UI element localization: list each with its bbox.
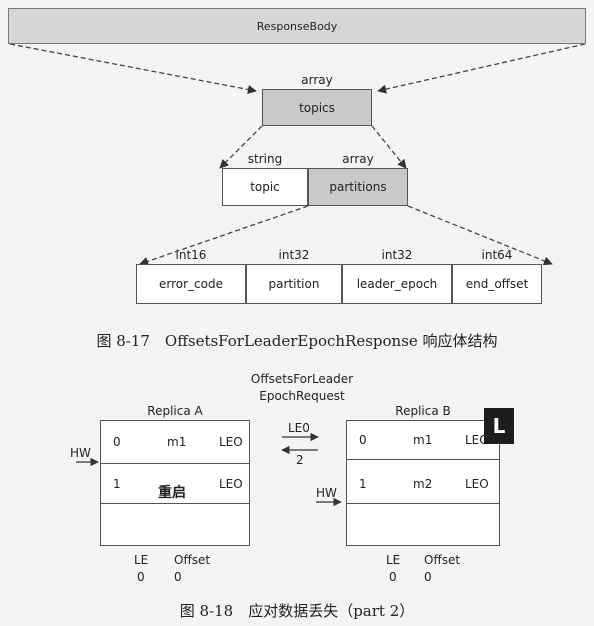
replica-b-row-1-offset: 1 <box>359 477 367 491</box>
arrow-right-label: LE0 <box>288 421 310 435</box>
replica-a-offset-label: Offset <box>174 553 211 567</box>
replica-a-le-label: LE <box>134 553 149 567</box>
arrow-left-label: 2 <box>296 453 304 467</box>
replica-a-row-0: 0 m1 LEO <box>101 421 249 464</box>
replica-a-row-1-offset: 1 <box>113 477 121 491</box>
partitions-type: array <box>342 152 374 166</box>
replica-a-log: 0 m1 LEO 1 LEO <box>100 420 250 546</box>
field-box-leader-epoch: leader_epoch <box>342 264 452 304</box>
field-box-end-offset: end_offset <box>452 264 542 304</box>
replica-b-row-0-msg: m1 <box>413 433 433 447</box>
replica-b-offset-label: Offset <box>424 553 461 567</box>
replica-b-le-value: 0 <box>389 570 397 584</box>
replica-b-row-1-leo: LEO <box>465 477 489 491</box>
topic-box: topic <box>222 168 308 206</box>
request-label-line2: EpochRequest <box>259 389 345 403</box>
replica-a-row-1-leo: LEO <box>219 477 243 491</box>
field-box-error-code: error_code <box>136 264 246 304</box>
topic-label: topic <box>250 180 280 194</box>
request-label-line1: OffsetsForLeader <box>250 372 354 386</box>
replica-b-offset-value: 0 <box>424 570 432 584</box>
field-box-partition: partition <box>246 264 342 304</box>
replica-b-le-label: LE <box>386 553 401 567</box>
replica-a-le-value: 0 <box>137 570 145 584</box>
replica-a-row-0-offset: 0 <box>113 435 121 449</box>
field-type-leader-epoch: int32 <box>381 248 413 262</box>
field-label-error-code: error_code <box>159 277 223 291</box>
topics-label: topics <box>299 100 335 115</box>
replica-b-row-1: 1 m2 LEO <box>347 465 499 504</box>
leader-badge-icon: L <box>484 408 514 444</box>
partitions-box: partitions <box>308 168 408 206</box>
replica-b-row-0: 0 m1 LEO <box>347 421 499 460</box>
field-label-leader-epoch: leader_epoch <box>356 277 438 291</box>
topic-type: string <box>247 152 283 166</box>
topics-box: topics <box>262 89 372 126</box>
response-body-box: ResponseBody <box>8 8 586 44</box>
fig17-caption: 图 8-17 OffsetsForLeaderEpochResponse 响应体… <box>96 332 498 350</box>
topics-type: array <box>301 73 333 87</box>
field-type-end-offset: int64 <box>481 248 513 262</box>
replica-b-row-0-offset: 0 <box>359 433 367 447</box>
replica-a-offset-value: 0 <box>174 570 182 584</box>
replica-b-row-1-msg: m2 <box>413 477 433 491</box>
replica-a-hw: HW <box>70 446 91 460</box>
replica-a-title: Replica A <box>147 404 203 418</box>
fig18-caption: 图 8-18 应对数据丢失（part 2） <box>179 602 415 620</box>
partitions-label: partitions <box>329 180 387 194</box>
replica-a-row-0-leo: LEO <box>219 435 243 449</box>
replica-b-row-0-leo: LEO <box>465 433 489 447</box>
field-label-end-offset: end_offset <box>465 277 529 291</box>
field-type-error-code: int16 <box>175 248 207 262</box>
replica-a-row-1: 1 LEO <box>101 465 249 504</box>
field-type-partition: int32 <box>278 248 310 262</box>
replica-b-title: Replica B <box>395 404 451 418</box>
replica-b-log: 0 m1 LEO 1 m2 LEO <box>346 420 500 546</box>
replica-a-row-0-msg: m1 <box>167 435 187 449</box>
replica-b-hw: HW <box>316 486 337 500</box>
field-label-partition: partition <box>268 277 320 291</box>
restart-label: 重启 <box>158 485 186 501</box>
response-body-label: ResponseBody <box>256 19 338 33</box>
